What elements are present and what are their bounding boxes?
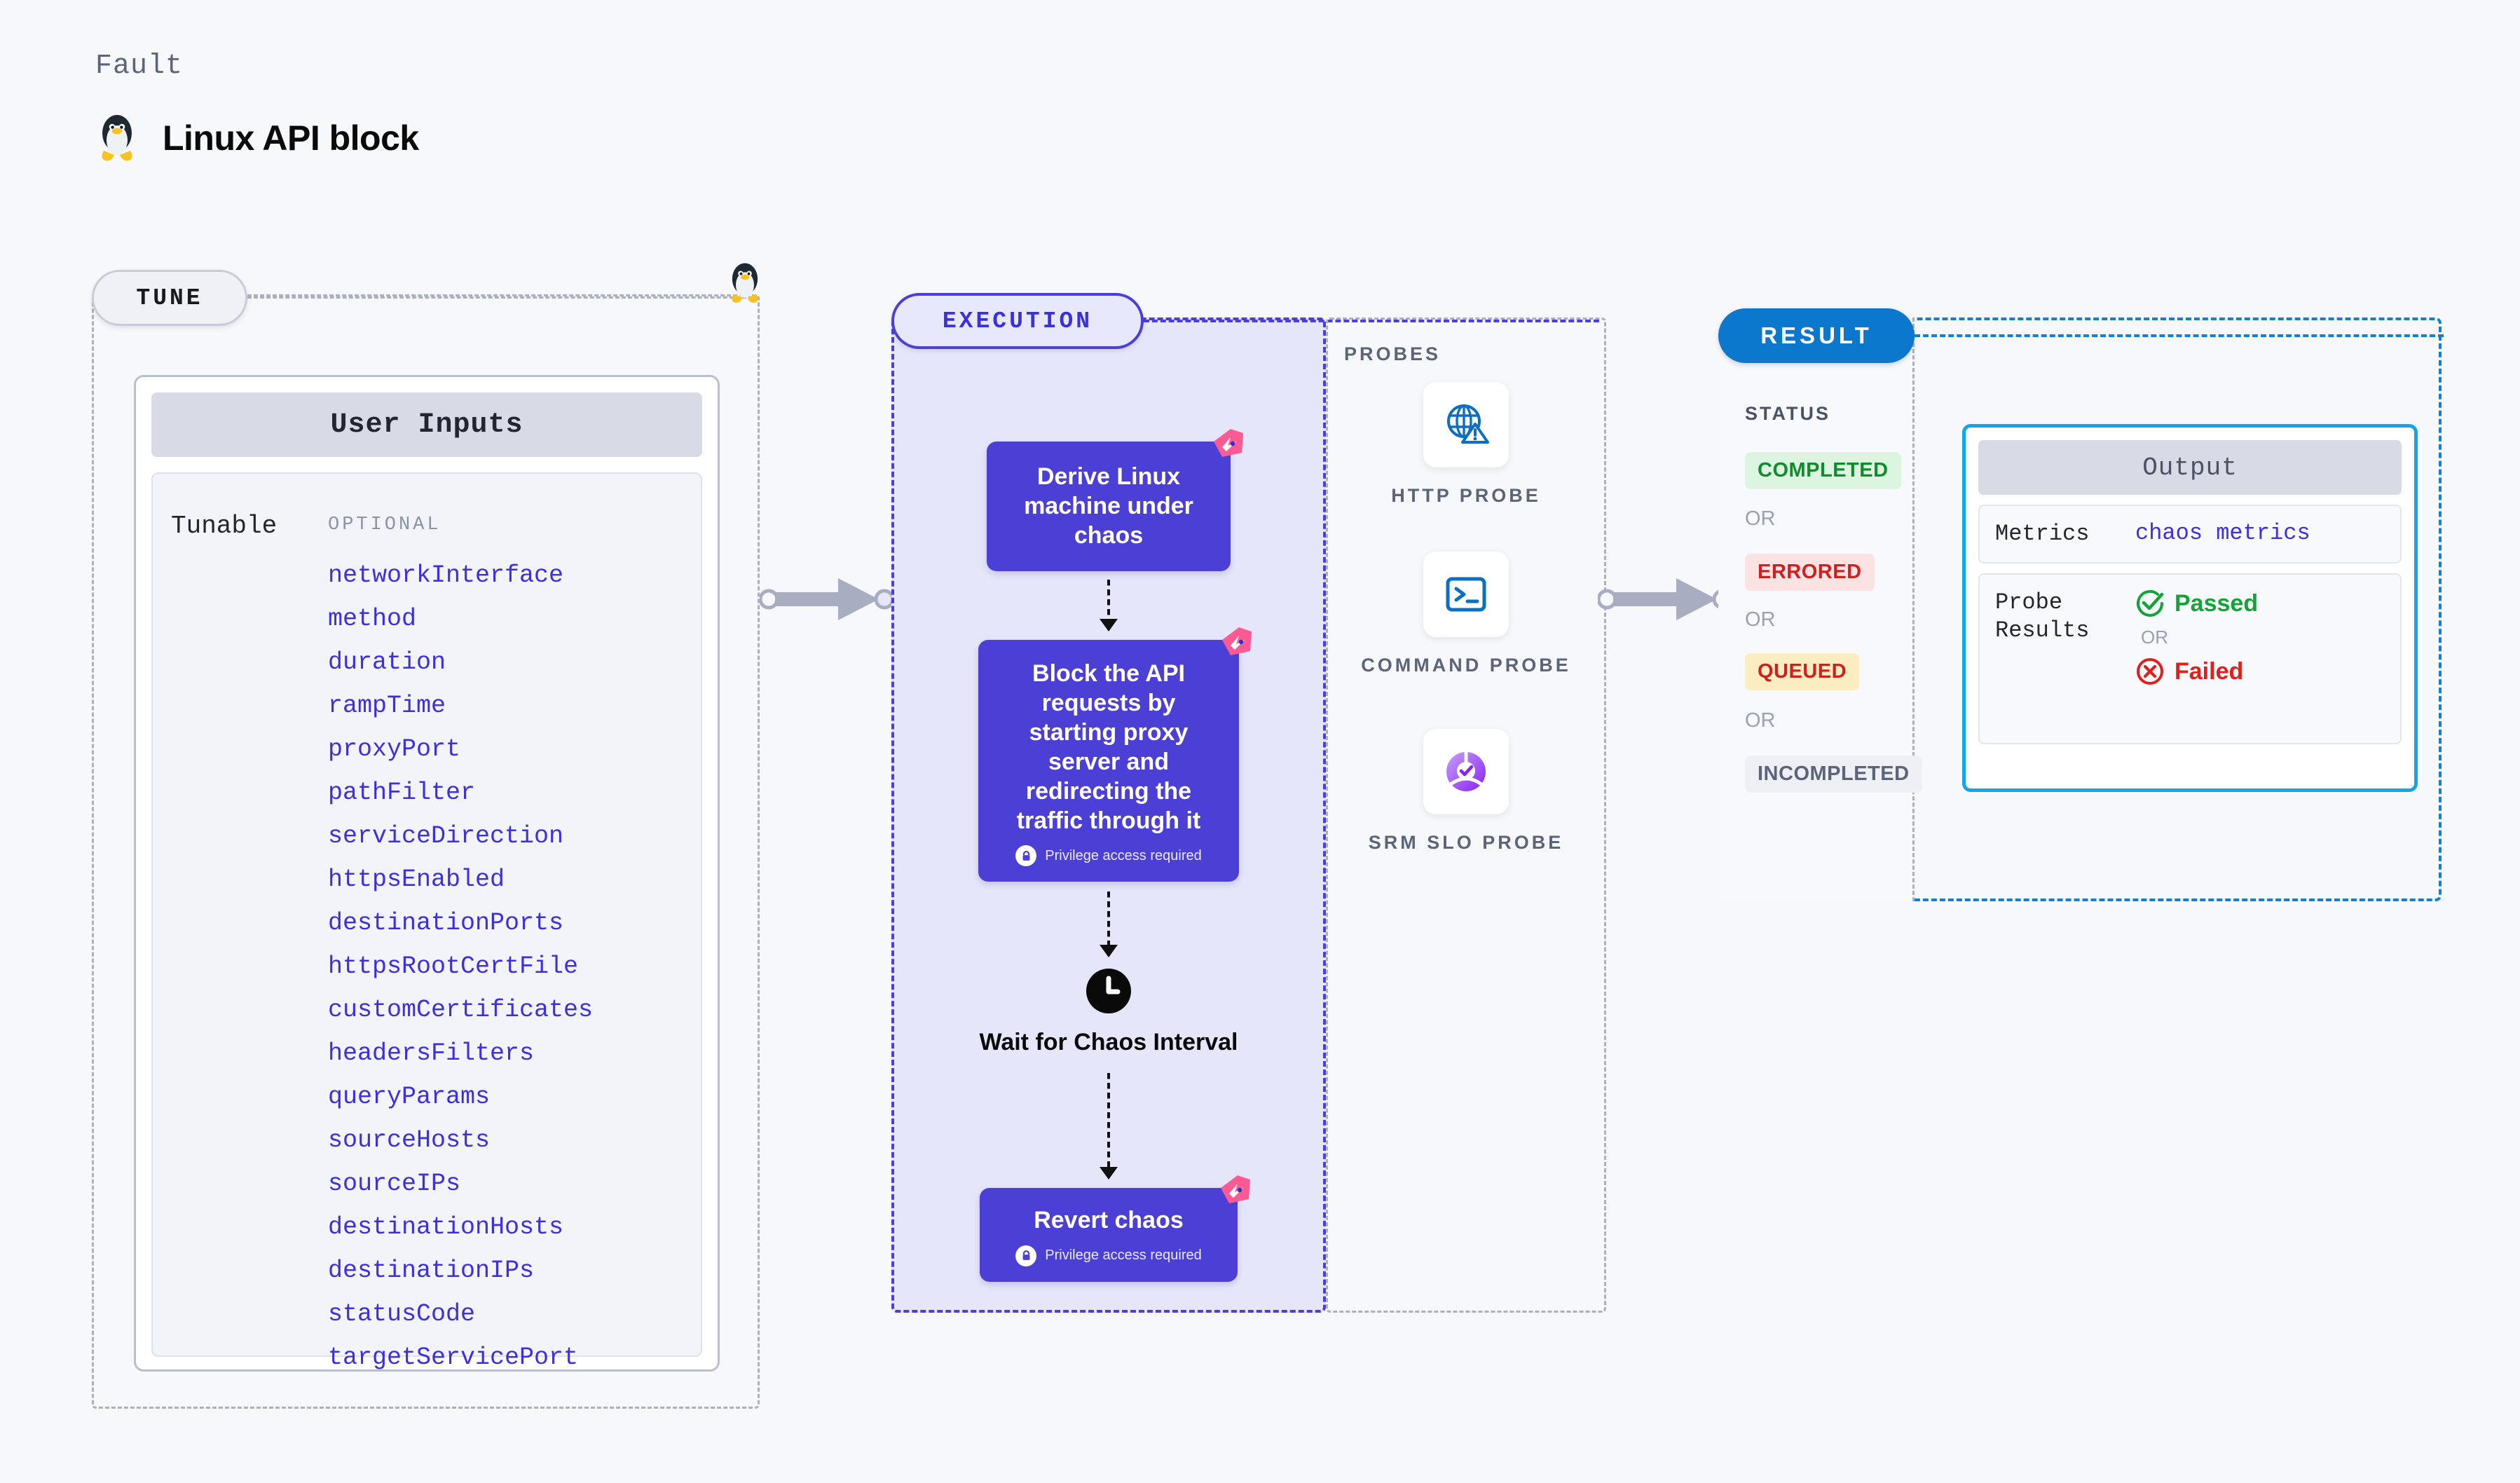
metrics-key: Metrics [1995, 521, 2090, 547]
page-eyebrow: Fault [95, 50, 184, 82]
tune-container [92, 294, 760, 1409]
tune-badge[interactable]: TUNE [92, 270, 247, 326]
terminal-icon [1423, 552, 1509, 637]
clock-icon [1086, 969, 1131, 1014]
connector-tune-to-execution [758, 554, 895, 648]
probe-srm-slo[interactable]: SRM SLO PROBE [1326, 729, 1606, 855]
srm-slo-icon [1423, 729, 1509, 814]
user-inputs-card: User Inputs Tunable OPTIONAL networkInte… [134, 375, 720, 1372]
tunable-param[interactable]: targetServicePort [328, 1343, 579, 1372]
check-circle-icon [2137, 590, 2164, 617]
tunable-param[interactable]: statusCode [328, 1299, 476, 1328]
tunable-param[interactable]: networkInterface [328, 561, 564, 589]
probe-result-or: OR [2141, 627, 2168, 648]
tunable-param[interactable]: rampTime [328, 691, 446, 720]
status-or-1: OR [1745, 507, 1776, 530]
privilege-note-text: Privilege access required [1045, 1248, 1202, 1264]
status-title: STATUS [1745, 403, 1830, 424]
optional-group-label: OPTIONAL [328, 514, 441, 535]
execution-flow: Derive Linux machine under chaos Block t… [891, 429, 1326, 1282]
result-status-column [1718, 317, 1915, 901]
tunable-params-column: OPTIONAL networkInterface method duration r… [328, 493, 701, 1369]
tunable-param[interactable]: destinationIPs [328, 1256, 535, 1285]
flow-arrow-2 [1107, 891, 1110, 957]
tunable-param[interactable]: method [328, 604, 417, 633]
flow-arrow-1 [1107, 580, 1110, 631]
tux-penguin-icon-marker [726, 261, 764, 309]
tunable-param[interactable]: pathFilter [328, 778, 476, 807]
probes-container [1326, 317, 1606, 1313]
x-circle-icon [2137, 658, 2163, 685]
tunable-param[interactable]: sourceIPs [328, 1169, 461, 1198]
chaos-corner-mark-icon [1210, 426, 1246, 466]
execution-step-revert[interactable]: Revert chaos Privilege access required [980, 1175, 1250, 1282]
tunable-label: Tunable [171, 512, 278, 540]
tunable-param[interactable]: httpsEnabled [328, 865, 505, 894]
tunable-param-list: networkInterface method duration rampTime pr… [328, 554, 687, 1379]
tunable-param[interactable]: sourceHosts [328, 1126, 491, 1154]
step-title: Wait for Chaos Interval [979, 1029, 1238, 1056]
probe-http[interactable]: HTTP PROBE [1326, 382, 1606, 508]
step-title: Block the API requests by starting proxy… [1016, 660, 1201, 834]
tunable-param[interactable]: queryParams [328, 1082, 491, 1111]
status-or-3: OR [1745, 709, 1776, 732]
globe-warning-icon [1423, 382, 1509, 467]
output-header: Output [1978, 440, 2402, 495]
tunable-param[interactable]: destinationPorts [328, 908, 564, 937]
tunable-param[interactable]: customCertificates [328, 995, 594, 1024]
lock-icon [1015, 1245, 1037, 1266]
probe-command[interactable]: COMMAND PROBE [1326, 552, 1606, 678]
passed-label: Passed [2175, 589, 2259, 617]
page-title-row: Linux API block [95, 112, 419, 164]
execution-step-block-api[interactable]: Block the API requests by starting proxy… [978, 627, 1252, 882]
probes-title: PROBES [1344, 343, 1442, 364]
status-badge-queued: QUEUED [1745, 653, 1860, 690]
status-or-2: OR [1745, 608, 1776, 631]
execution-badge[interactable]: EXECUTION [891, 293, 1144, 349]
probe-result-failed: Failed [2135, 657, 2258, 686]
execution-step-derive[interactable]: Derive Linux machine under chaos [987, 429, 1243, 572]
result-badge[interactable]: RESULT [1718, 308, 1915, 363]
execution-connector-line [1144, 320, 1599, 322]
status-badge-errored: ERRORED [1745, 554, 1875, 591]
tune-connector-line [247, 296, 759, 299]
probe-result-passed: Passed [2135, 589, 2258, 618]
probe-label: COMMAND PROBE [1361, 655, 1571, 676]
step-title: Revert chaos [1034, 1207, 1184, 1234]
tunable-param[interactable]: headersFilters [328, 1039, 535, 1067]
probe-label: SRM SLO PROBE [1368, 832, 1564, 853]
probe-label: HTTP PROBE [1391, 485, 1541, 506]
result-connector-line [1915, 334, 2444, 337]
probe-results-key: Probe Results [1995, 589, 2090, 643]
step-title: Derive Linux machine under chaos [1024, 463, 1193, 549]
lock-icon [1015, 845, 1037, 867]
output-row-probe-results: Probe Results Passed OR Failed [1978, 573, 2402, 744]
tunable-param[interactable]: httpsRootCertFile [328, 952, 579, 980]
probe-results-values: Passed OR Failed [2135, 589, 2258, 729]
flow-arrow-3 [1107, 1073, 1110, 1179]
tunable-param[interactable]: proxyPort [328, 734, 461, 763]
privilege-note-text: Privilege access required [1045, 847, 1202, 863]
execution-step-wait: Wait for Chaos Interval [891, 967, 1326, 1058]
privilege-note: Privilege access required [998, 1245, 1219, 1266]
tux-penguin-icon [95, 112, 139, 164]
metrics-value[interactable]: chaos metrics [2135, 520, 2310, 546]
tunable-param[interactable]: destinationHosts [328, 1212, 564, 1241]
failed-label: Failed [2175, 657, 2244, 685]
user-inputs-header: User Inputs [151, 392, 702, 457]
user-inputs-body: Tunable OPTIONAL networkInterface method d… [151, 472, 702, 1369]
page-title: Linux API block [163, 118, 419, 158]
output-row-metrics: Metrics chaos metrics [1978, 505, 2402, 563]
status-badge-incompleted: INCOMPLETED [1745, 756, 1922, 793]
chaos-corner-mark-icon [1217, 1173, 1253, 1212]
tunable-param[interactable]: duration [328, 648, 446, 676]
output-card: Output Metrics chaos metrics Probe Resul… [1962, 424, 2418, 792]
status-badge-completed: COMPLETED [1745, 452, 1901, 489]
connector-probes-to-result [1596, 554, 1733, 648]
tunable-param[interactable]: serviceDirection [328, 821, 564, 850]
privilege-note: Privilege access required [997, 845, 1221, 867]
chaos-corner-mark-icon [1218, 624, 1254, 664]
